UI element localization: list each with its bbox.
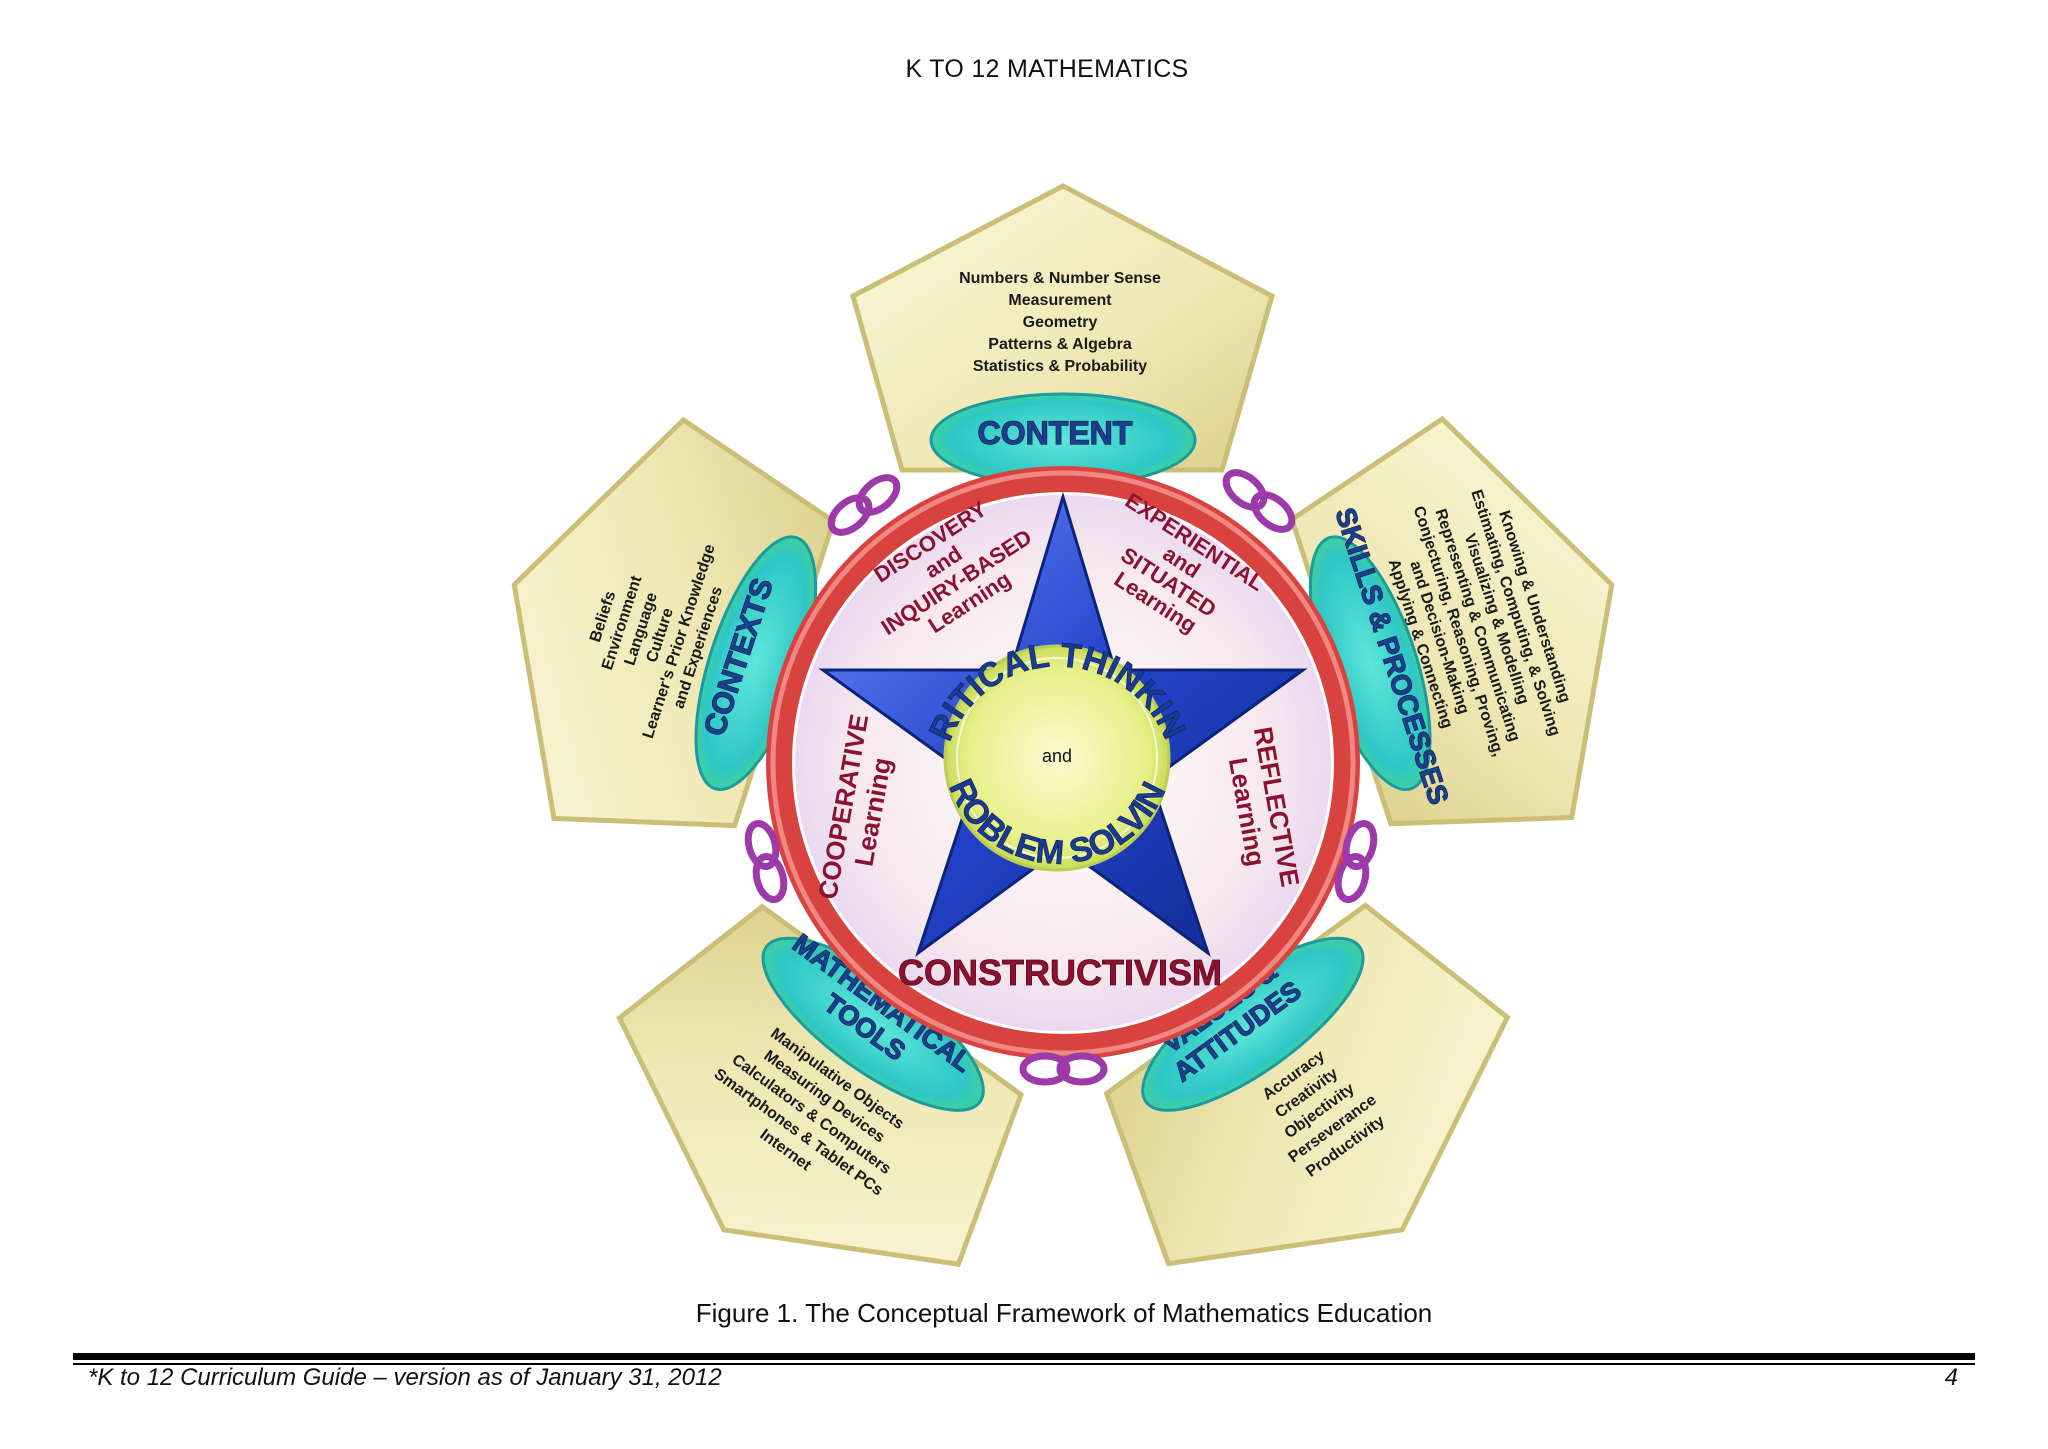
center-and: and [1042, 746, 1072, 766]
outer-ring-highlight [770, 470, 1356, 1056]
pentagon-values: Accuracy Creativity Objectivity Persever… [1103, 902, 1511, 1267]
footer-citation: *K to 12 Curriculum Guide – version as o… [88, 1364, 722, 1391]
center-medallion [943, 644, 1171, 872]
conceptual-framework-diagram: Numbers & Number Sense Measurement Geome… [0, 0, 1615, 1268]
center-medallion-rim [956, 657, 1158, 859]
outer-ring [766, 466, 1360, 1060]
content-item: Measurement [1008, 292, 1112, 309]
footer-rule-thick [73, 1353, 1975, 1360]
content-item: Patterns & Algebra [988, 336, 1132, 353]
content-item: Geometry [1023, 314, 1098, 331]
approach-constructivism: CONSTRUCTIVISM [898, 952, 1222, 993]
domain-blob-ring [694, 392, 1432, 1112]
footer-rule-thin [73, 1363, 1975, 1365]
pentagon-skills: Knowing & Understanding Estimating, Comp… [1288, 415, 1615, 827]
figure-caption: Figure 1. The Conceptual Framework of Ma… [695, 1298, 1433, 1328]
content-item: Statistics & Probability [973, 358, 1147, 375]
content-label: CONTENT [978, 415, 1133, 451]
chain-links [744, 469, 1378, 1086]
page-number: 4 [1944, 1364, 1958, 1391]
content-item: Numbers & Number Sense [959, 270, 1161, 287]
page-header: K TO 12 MATHEMATICS [905, 55, 1189, 83]
